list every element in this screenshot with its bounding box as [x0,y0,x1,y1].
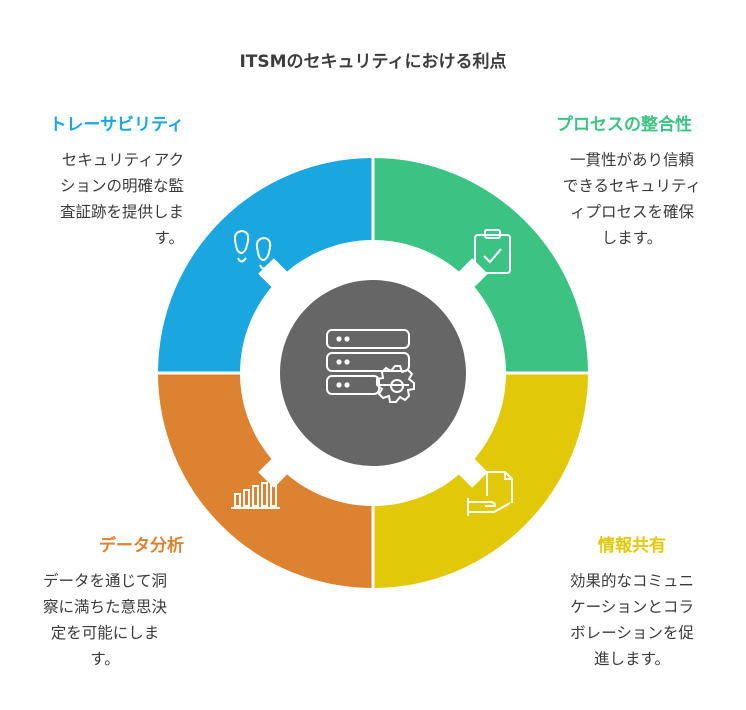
footprints-icon [233,229,272,270]
info-line-2: ケーションとコラ [570,598,694,616]
traceability-description: セキュリティアク ションの明確な監 査証跡を提供しま す。 [60,147,184,251]
process-line-1: 一貫性があり信頼 [569,151,694,169]
hand-document-icon [467,471,513,516]
data-description: データを通じて洞 察に満ちた意思決 定を可能にしま す。 [26,568,184,672]
traceability-line-2: ションの明確な監 [59,177,184,195]
segment-traceability [158,158,373,373]
center-circle [280,280,466,466]
server-gear-icon [326,329,415,403]
data-line-4: す。 [90,650,120,668]
diagram-title: ITSMのセキュリティにおける利点 [239,52,507,72]
inner-white-ring [254,254,492,492]
bar-chart-icon [231,477,280,509]
info-line-4: 進します。 [594,650,670,668]
process-line-2: できるセキュリティ [562,177,702,195]
traceability-line-3: 査証跡を提供しま [59,203,184,221]
clipboard-check-icon [474,229,511,274]
info-line-1: 効果的なコミュニ [569,572,694,590]
process-heading: プロセスの整合性 [556,115,692,135]
traceability-line-1: セキュリティアク [61,151,184,169]
data-line-3: 定を可能にしま [50,624,160,642]
traceability-line-4: す。 [154,229,184,247]
info-line-3: ボレーションを促 [570,624,694,642]
traceability-heading: トレーサビリティ [49,115,184,135]
process-line-4: します。 [601,229,663,247]
info-description: 効果的なコミュニ ケーションとコラ ボレーションを促 進します。 [556,568,708,672]
process-description: 一貫性があり信頼 できるセキュリティ ィプロセスを確保 します。 [556,147,708,251]
info-heading: 情報共有 [598,536,666,556]
segment-info [373,373,588,588]
data-line-2: 察に満ちた意思決 [42,598,167,616]
data-line-1: データを通じて洞 [42,572,167,590]
segment-process [373,158,588,373]
data-heading: データ分析 [99,536,184,556]
diagonal-connectors [258,258,488,488]
segment-data [158,373,373,588]
process-line-3: ィプロセスを確保 [569,203,694,221]
